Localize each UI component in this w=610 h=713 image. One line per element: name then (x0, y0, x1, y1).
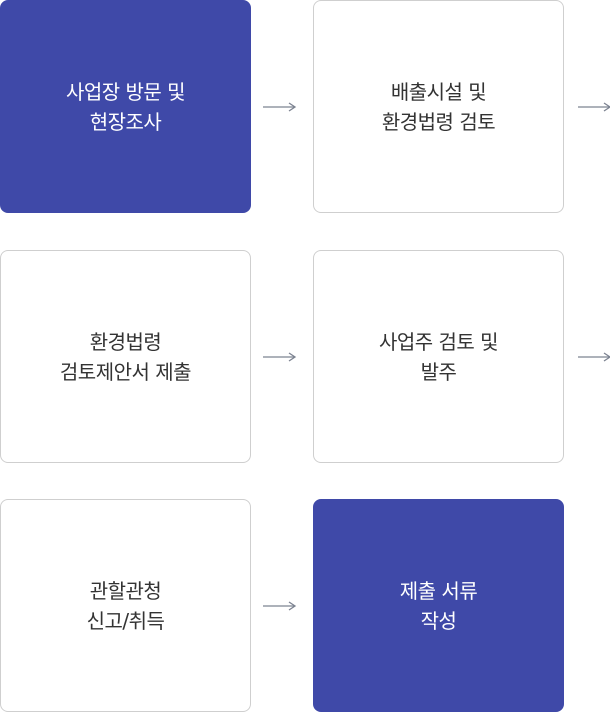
step-label: 사업주 검토 및 발주 (378, 329, 499, 384)
right-arrow-icon (578, 352, 610, 362)
step-proposal-submit: 환경법령 검토제안서 제출 (0, 250, 251, 463)
right-arrow-icon (263, 352, 297, 362)
step-label: 환경법령 검토제안서 제출 (59, 329, 192, 384)
step-facility-review: 배출시설 및 환경법령 검토 (313, 0, 564, 213)
right-arrow-icon (263, 601, 297, 611)
step-label: 배출시설 및 환경법령 검토 (381, 79, 496, 134)
step-owner-review: 사업주 검토 및 발주 (313, 250, 564, 463)
step-label: 사업장 방문 및 현장조사 (65, 79, 186, 134)
step-label: 제출 서류 작성 (399, 578, 478, 633)
right-arrow-icon (263, 102, 297, 112)
right-arrow-icon (578, 102, 610, 112)
step-site-visit: 사업장 방문 및 현장조사 (0, 0, 251, 213)
step-authority-report: 관할관청 신고/취득 (0, 499, 251, 712)
step-document-prep: 제출 서류 작성 (313, 499, 564, 712)
step-label: 관할관청 신고/취득 (86, 578, 165, 633)
